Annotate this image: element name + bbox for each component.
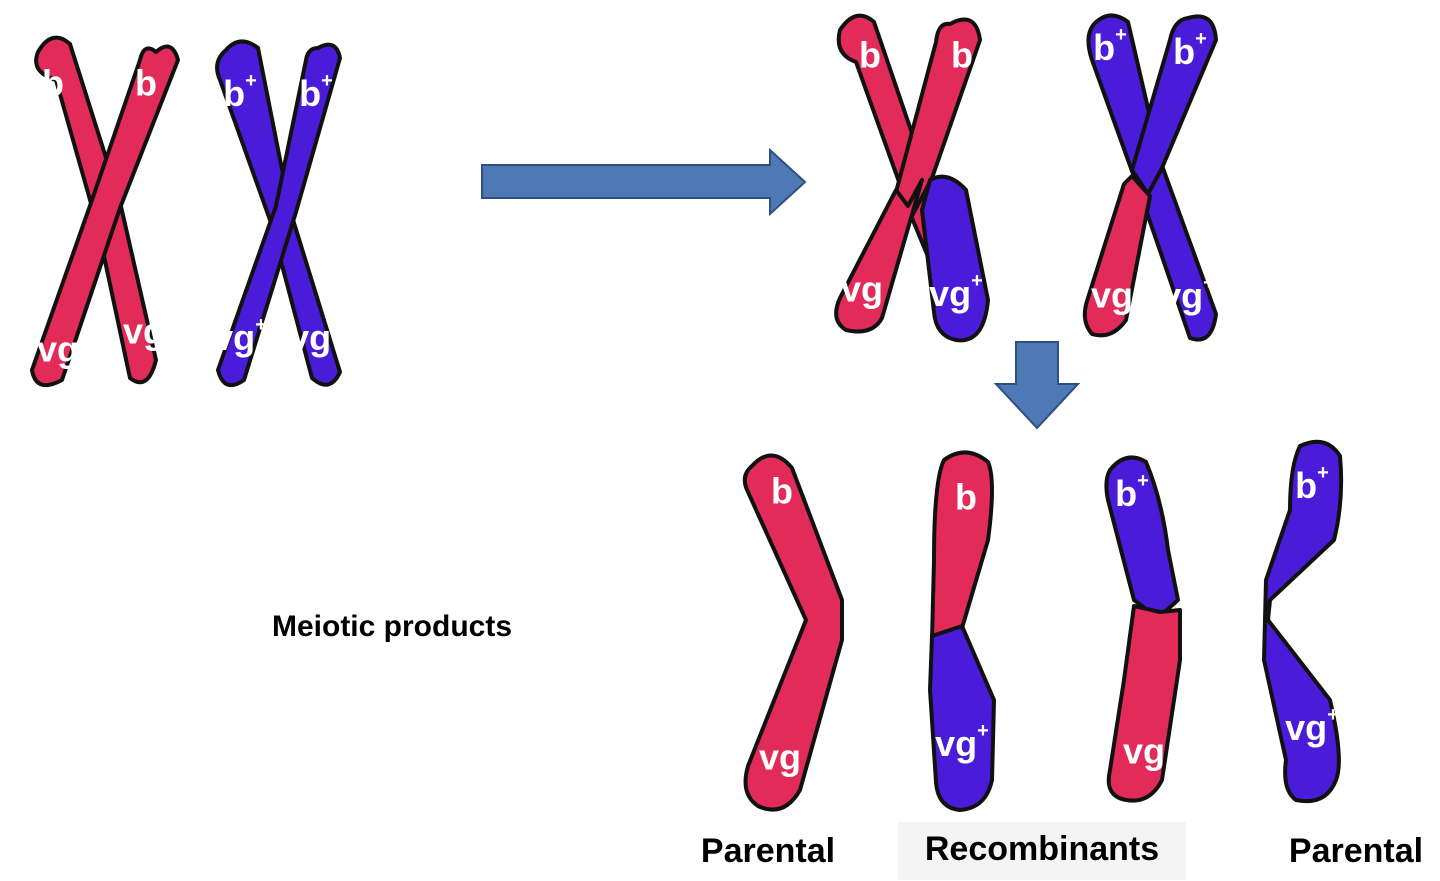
recombinants-label-background	[898, 822, 1186, 880]
crossover-blue-allele-bottom-right: vg+	[1161, 272, 1215, 315]
parent-red-allele-top-right: b	[135, 63, 157, 104]
product-1-chromatid	[742, 453, 844, 812]
product-4-allele-bottom: vg+	[1285, 704, 1339, 747]
parent-blue-allele-top-left: b+	[223, 70, 257, 113]
label-parental-left: Parental	[701, 832, 835, 870]
segregation-arrow	[993, 341, 1081, 430]
product-2-chromatid-lower	[928, 624, 996, 812]
crossover-blue-allele-bottom-left: vg	[1091, 275, 1133, 316]
crossover-red-chromosome: b b vg vg+	[834, 13, 990, 343]
crossover-blue-allele-top-left: b+	[1093, 24, 1127, 67]
product-3-chromatid-upper	[1104, 455, 1180, 620]
product-3-allele-top: b+	[1115, 470, 1149, 513]
meiotic-product-2: b vg+	[928, 450, 996, 812]
crossover-red-chromatid-a-lower-blue	[920, 174, 990, 343]
label-parental-right: Parental	[1289, 832, 1423, 870]
parent-red-allele-bottom-left: vg	[37, 329, 79, 370]
parent-blue-allele-bottom-left: vg+	[213, 314, 267, 357]
parent-red-allele-bottom-right: vg	[123, 311, 165, 352]
product-4-allele-top: b+	[1295, 462, 1329, 505]
parent-blue-chromatid-b	[216, 42, 342, 388]
product-2-chromatid-upper	[930, 450, 994, 642]
crossover-blue-allele-top-right: b+	[1173, 28, 1207, 71]
parent-blue-allele-top-right: b+	[299, 70, 333, 113]
product-1-allele-top: b	[771, 471, 793, 512]
parent-blue-chromosome: b+ b+ vg+ vg+	[213, 39, 343, 388]
crossover-blue-chromosome: b+ b+ vg vg+	[1082, 13, 1218, 342]
parent-red-chromatid-b	[30, 44, 180, 388]
meiotic-products-caption: Meiotic products	[272, 610, 512, 643]
crossover-red-allele-bottom-left: vg	[841, 269, 883, 310]
product-3-allele-bottom: vg	[1123, 731, 1165, 772]
crossover-red-allele-top-left: b	[859, 35, 881, 76]
product-4-chromatid	[1262, 439, 1344, 803]
meiotic-product-1: b vg	[742, 453, 844, 812]
product-2-allele-top: b	[955, 477, 977, 518]
crossover-red-allele-top-right: b	[951, 35, 973, 76]
parent-blue-allele-bottom-right: vg+	[289, 314, 343, 357]
crossover-arrow	[481, 147, 807, 217]
meiotic-product-4: b+ vg+	[1262, 439, 1344, 803]
crossover-blue-chromatid-b-lower-red	[1082, 174, 1152, 338]
crossover-red-chromatid-b-lower	[834, 178, 924, 334]
product-1-allele-bottom: vg	[759, 737, 801, 778]
meiotic-product-3: b+ vg	[1104, 455, 1182, 803]
parent-red-allele-top-left: b	[42, 63, 64, 104]
product-2-allele-bottom: vg+	[935, 720, 989, 763]
parent-red-chromosome: b b vg vg	[30, 35, 180, 388]
label-recombinants: Recombinants	[925, 830, 1159, 868]
product-3-chromatid-lower	[1106, 604, 1182, 803]
crossover-red-allele-bottom-right: vg+	[929, 270, 983, 313]
